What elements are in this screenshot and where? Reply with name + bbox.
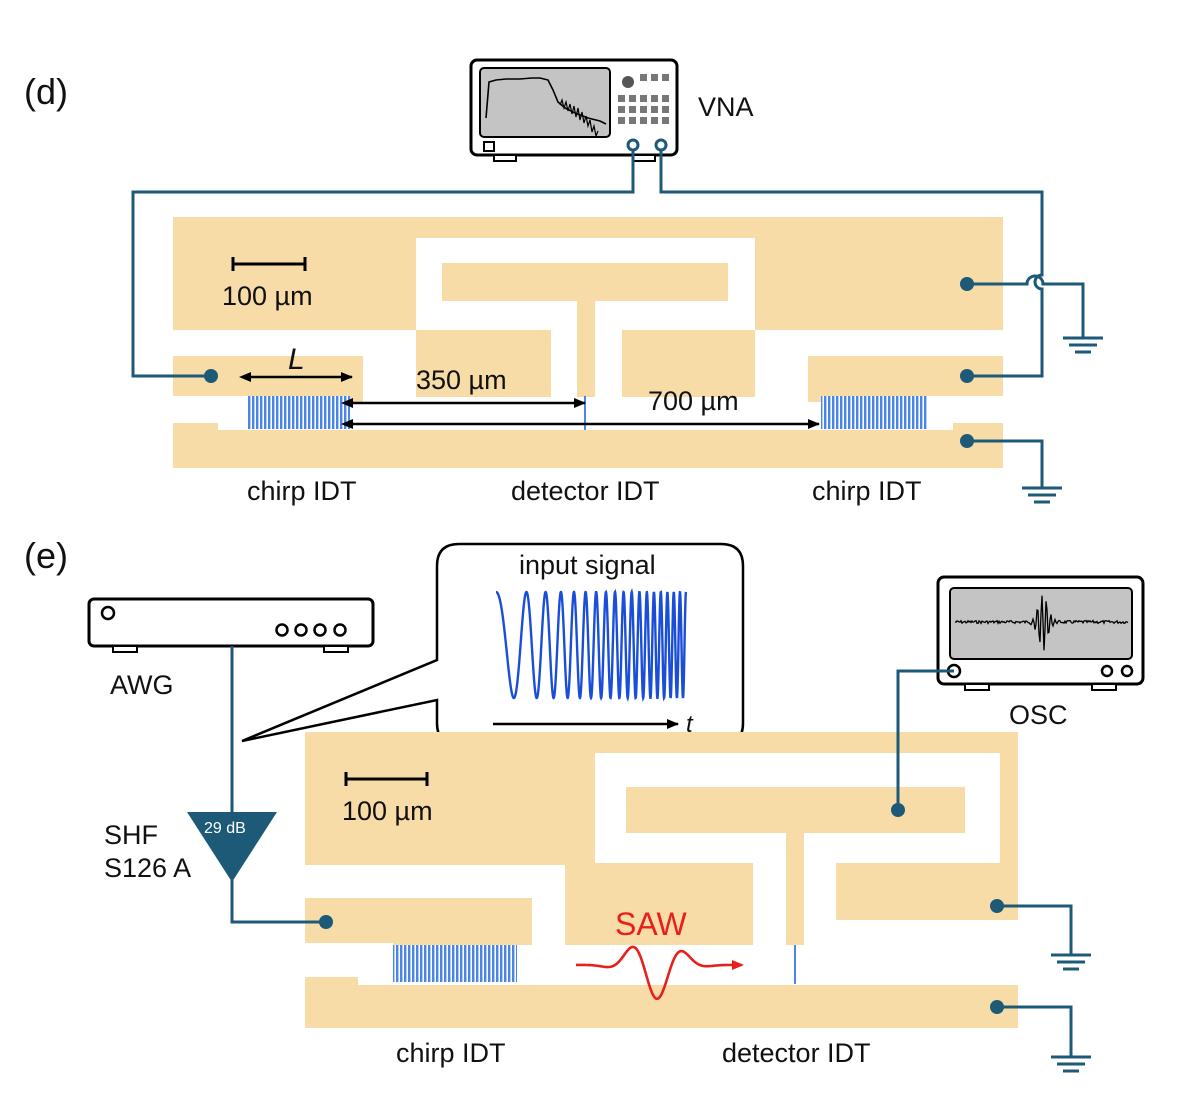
ground-symbol xyxy=(1051,953,1091,971)
amplifier-gain: 29 dB xyxy=(204,820,246,837)
chirp-signal-pad-e xyxy=(305,898,532,945)
chirp-idt-left xyxy=(248,396,350,429)
scale-bar-e xyxy=(344,772,429,786)
bottom-ground-pad-e xyxy=(305,977,1018,1028)
distance-700-label: 700 µm xyxy=(648,386,739,416)
detector-left-pad xyxy=(416,330,551,397)
idt-length-label: L xyxy=(288,343,305,376)
scale-bar-d-label: 100 µm xyxy=(222,281,313,311)
scale-bar-e-label: 100 µm xyxy=(342,796,433,826)
bottom-ground-pad xyxy=(173,423,1003,468)
vna-screen xyxy=(479,67,611,138)
electrode-layout-e xyxy=(305,732,1018,1028)
awg-instrument xyxy=(87,597,375,653)
top-ground-pad-e xyxy=(305,732,1018,945)
electrode-layout-d xyxy=(173,217,1003,468)
osc-label: OSC xyxy=(1009,700,1068,730)
time-axis-label: t xyxy=(686,711,694,738)
chirp-left-signal-pad xyxy=(173,356,363,402)
chirp-idt-e xyxy=(393,945,517,982)
wiring-e xyxy=(230,646,1073,1057)
vna-instrument xyxy=(469,58,679,162)
label-chirp-idt-left: chirp IDT xyxy=(247,476,357,506)
chirp-idt-right xyxy=(821,396,928,429)
label-detector-idt-e: detector IDT xyxy=(722,1038,871,1068)
detector-stem xyxy=(577,300,595,397)
vna-label: VNA xyxy=(698,92,754,122)
amplifier-triangle xyxy=(187,812,277,882)
top-ground-pad xyxy=(173,217,1003,344)
chirp-right-signal-pad xyxy=(808,356,1003,402)
oscilloscope-instrument xyxy=(936,575,1145,691)
saw-label: SAW xyxy=(615,906,688,942)
panel-e-label: (e) xyxy=(24,535,68,576)
saw-waveform xyxy=(576,945,744,1001)
distance-350-label: 350 µm xyxy=(416,365,507,395)
scale-bar-d xyxy=(231,257,307,271)
callout-title: input signal xyxy=(519,550,656,580)
ground-symbol xyxy=(1063,336,1103,354)
panel-d-label: (d) xyxy=(24,71,68,112)
label-chirp-idt-right: chirp IDT xyxy=(812,476,922,506)
osc-trace xyxy=(954,595,1129,651)
amplifier-name-line1: SHF xyxy=(104,820,158,850)
detector-right-pad xyxy=(622,330,755,397)
chirp-waveform xyxy=(495,588,688,703)
awg-label: AWG xyxy=(110,670,174,700)
panel-e: (e) AWG input signal t xyxy=(24,535,1145,1073)
ground-symbol xyxy=(1051,1055,1091,1073)
ground-symbol xyxy=(1022,486,1062,504)
amplifier-name-line2: S126 A xyxy=(104,853,191,883)
wiring-d xyxy=(131,150,1085,488)
label-chirp-idt-e: chirp IDT xyxy=(396,1038,506,1068)
label-detector-idt: detector IDT xyxy=(511,476,660,506)
detector-top-bar-e xyxy=(626,787,965,833)
detector-top-bar xyxy=(442,263,728,301)
detector-stem-e xyxy=(786,832,804,945)
panel-d: (d) VNA xyxy=(24,58,1103,506)
